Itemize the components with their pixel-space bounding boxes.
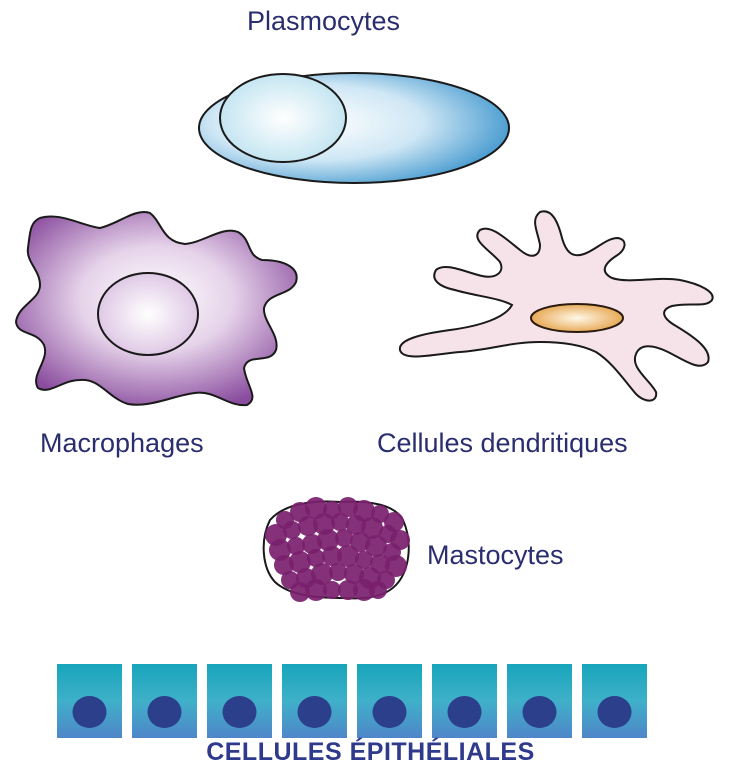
epithelial-nucleus [223,696,257,728]
label-macrophages: Macrophages [40,428,204,459]
label-dendritic-cells: Cellules dendritiques [377,428,628,459]
epithelial-cell [57,664,122,738]
granule [331,513,349,531]
plasmocyte-cell [199,73,509,183]
epithelial-nucleus [373,696,407,728]
epithelial-nucleus [298,696,332,728]
granule [369,581,387,599]
label-plasmocytes: Plasmocytes [247,6,400,37]
epithelial-cell [357,664,422,738]
epithelial-cell [132,664,197,738]
mastocyte-cell [264,497,410,602]
epithelial-nucleus [73,696,107,728]
macrophage-cell [16,212,297,405]
epithelial-cell [582,664,647,738]
epithelial-nucleus [148,696,182,728]
epithelial-nucleus [523,696,557,728]
mastocyte-granules [265,497,410,602]
dendritic-cell [400,211,713,400]
epithelial-cell [282,664,347,738]
epithelial-nucleus [448,696,482,728]
epithelial-layer [57,664,647,738]
epithelial-cell [207,664,272,738]
epithelial-nucleus [598,696,632,728]
label-mastocytes: Mastocytes [427,540,564,571]
epithelial-cell [507,664,572,738]
label-epithelial-cells: CELLULES ÉPITHÉLIALES [0,738,741,767]
epithelial-cell [432,664,497,738]
